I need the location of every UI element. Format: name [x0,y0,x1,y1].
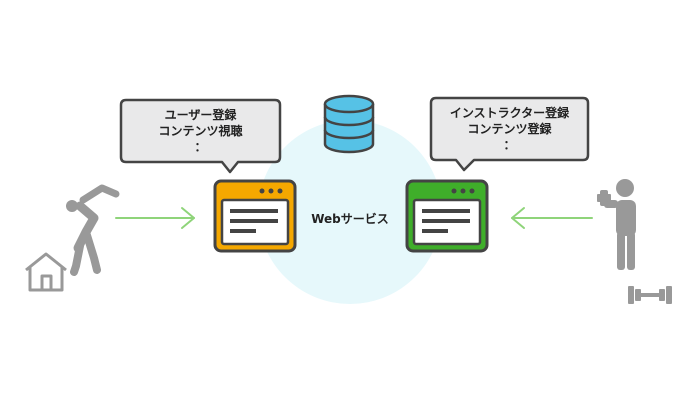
instructor-speech-bubble [429,96,590,172]
instructor-bubble-text: インストラクター登録 コンテンツ登録 ： [431,105,588,153]
instructor-bubble-line-2: コンテンツ登録 [467,122,552,136]
web-service-area [258,120,442,304]
user-bubble-line-1: ユーザー登録 [164,108,237,122]
instructor-bubble-line-3: ： [503,138,516,152]
user-speech-bubble [119,98,282,174]
instructor-arrow [511,207,593,229]
instructor-bubble-line-1: インストラクター登録 [449,106,570,120]
user-bubble-line-3: ： [194,140,207,154]
instructor-app-window-icon [405,179,489,253]
stretching-person-icon [66,184,120,276]
dumbbell-icon [628,286,672,304]
house-icon [25,252,67,292]
web-service-label: Webサービス [311,212,389,226]
database-icon [323,94,375,154]
user-bubble-text: ユーザー登録 コンテンツ視聴 ： [121,107,280,155]
user-bubble-line-2: コンテンツ視聴 [158,124,243,138]
user-arrow [115,207,195,229]
user-app-window-icon [213,179,297,253]
instructor-person-icon [597,179,636,270]
